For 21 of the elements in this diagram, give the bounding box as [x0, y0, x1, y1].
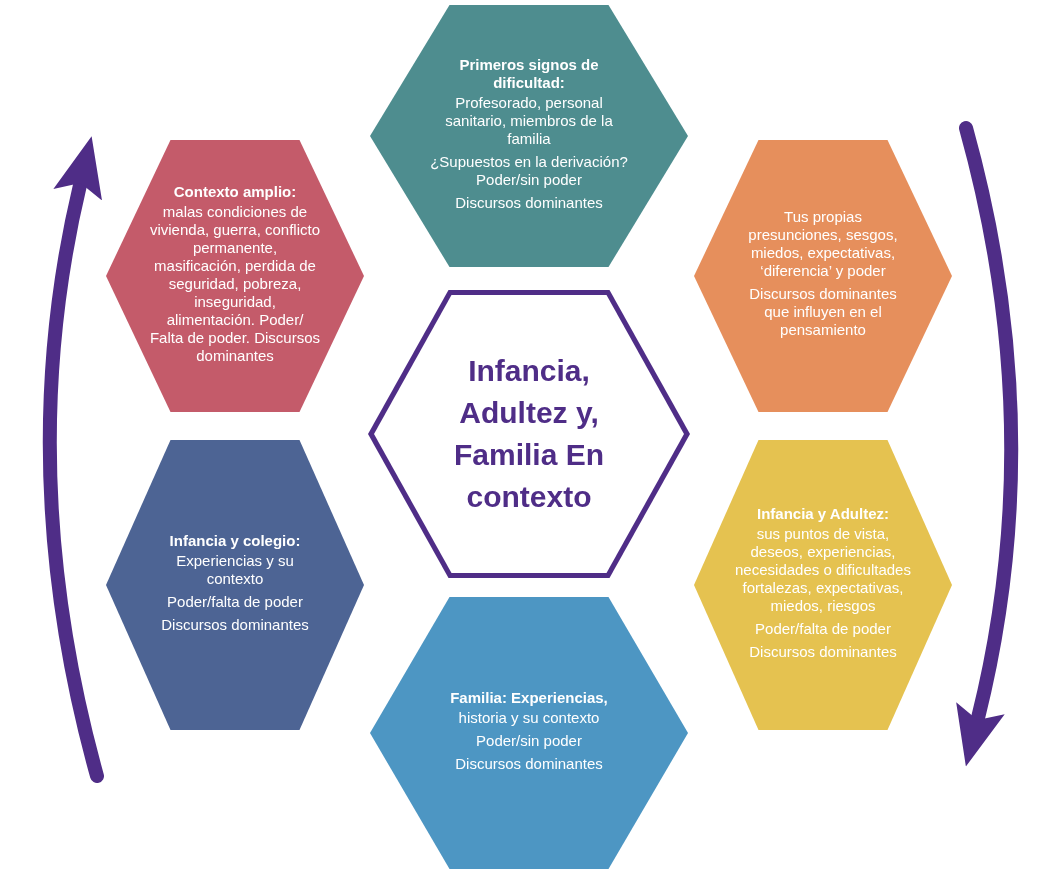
hexagon-heading: Infancia y colegio: [169, 531, 301, 550]
hexagon-text: Discursos dominantes que influyen en el pensamiento [748, 285, 898, 339]
hexagon-text: Poder/falta de poder [755, 619, 891, 638]
hexagon-text: Discursos dominantes [161, 615, 309, 634]
hexagon-text: Discursos dominantes [455, 754, 603, 773]
hexagon-text: malas condiciones de vivienda, guerra, conflicto permanente, masificación, perdida de seguridad, pobreza, inseguridad, alimentación. Poder/ Falta de poder. Discursos dominantes [149, 202, 321, 365]
hexagon-text: sus puntos de vista, deseos, experiencias, necesidades o dificultades fortalezas, expectativas, miedos, riesgos [735, 524, 911, 615]
hexagon-text: Experiencias y su contexto [175, 551, 295, 588]
hexagon-text: Tus propias presunciones, sesgos, miedos, expectativas, ‘diferencia’ y poder [747, 208, 899, 280]
hexagon-text: Poder/falta de poder [167, 592, 303, 611]
hexagon-heading: Contexto amplio: [173, 182, 297, 201]
hexagon-heading: Infancia y Adultez: [757, 504, 889, 523]
hexagon-text: Discursos dominantes [749, 642, 897, 661]
hexagon-heading: Familia: Experiencias, [450, 688, 608, 707]
central-title: Infancia, Adultez y, Familia En contexto [452, 353, 605, 515]
hexagon-text: ¿Supuestos en la derivación? Poder/sin poder [429, 152, 629, 189]
hexagon-text: Discursos dominantes [455, 193, 603, 212]
hexagon-heading: Primeros signos de dificultad: [458, 55, 600, 92]
hexagon-text: historia y su contexto [458, 708, 600, 727]
hexagon-text: Profesorado, personal sanitario, miembros de la familia [444, 93, 614, 148]
hexagon-text: Poder/sin poder [476, 731, 582, 750]
